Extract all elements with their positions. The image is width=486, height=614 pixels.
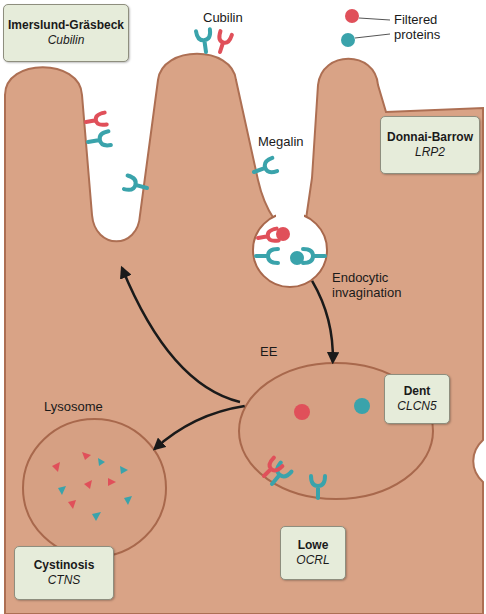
leader-line [355,34,390,38]
recycling-arrow [122,268,240,402]
outline-shape [23,419,166,557]
gene-name: Cubilin [48,33,85,48]
gene-name: LRP2 [415,145,445,160]
disease-name: Donnai-Barrow [387,130,473,145]
receptor-label: Cubilin [203,10,273,25]
disease-box: Imerslund-GräsbeckCubilin [3,4,129,62]
structure-label: Endocytic invagination [332,270,418,300]
gene-name: CTNS [48,573,81,588]
gene-name: OCRL [296,553,329,568]
disease-name: Dent [404,384,431,399]
structure-label: Lysosome [44,399,134,414]
disease-box: CystinosisCTNS [14,546,114,600]
disease-name: Cystinosis [34,558,95,573]
lysosome: Lysosome [22,418,167,558]
structure-label: EE [260,344,300,359]
disease-name: Lowe [298,538,329,553]
vesicle-neck [276,206,304,220]
protein-teal [341,33,355,47]
leader-line [359,18,390,20]
disease-box: DentCLCN5 [384,374,450,424]
legend-note: Filtered proteins [394,12,464,42]
endocytic-vesicle: Endocytic invagination [252,212,328,288]
disease-name: Imerslund-Gräsbeck [8,18,124,33]
tubule-cell [5,54,483,614]
outline-shape [253,213,327,287]
outline [22,418,167,558]
transport-arrow [155,406,245,449]
protein-fragments [52,452,132,521]
receptors [85,29,370,498]
outline [252,212,328,288]
transport-arrow [312,281,333,362]
disease-box: Donnai-BarrowLRP2 [380,116,480,174]
gene-name: CLCN5 [397,399,436,414]
protein-red [345,9,359,23]
disease-box: LoweOCRL [280,526,346,580]
